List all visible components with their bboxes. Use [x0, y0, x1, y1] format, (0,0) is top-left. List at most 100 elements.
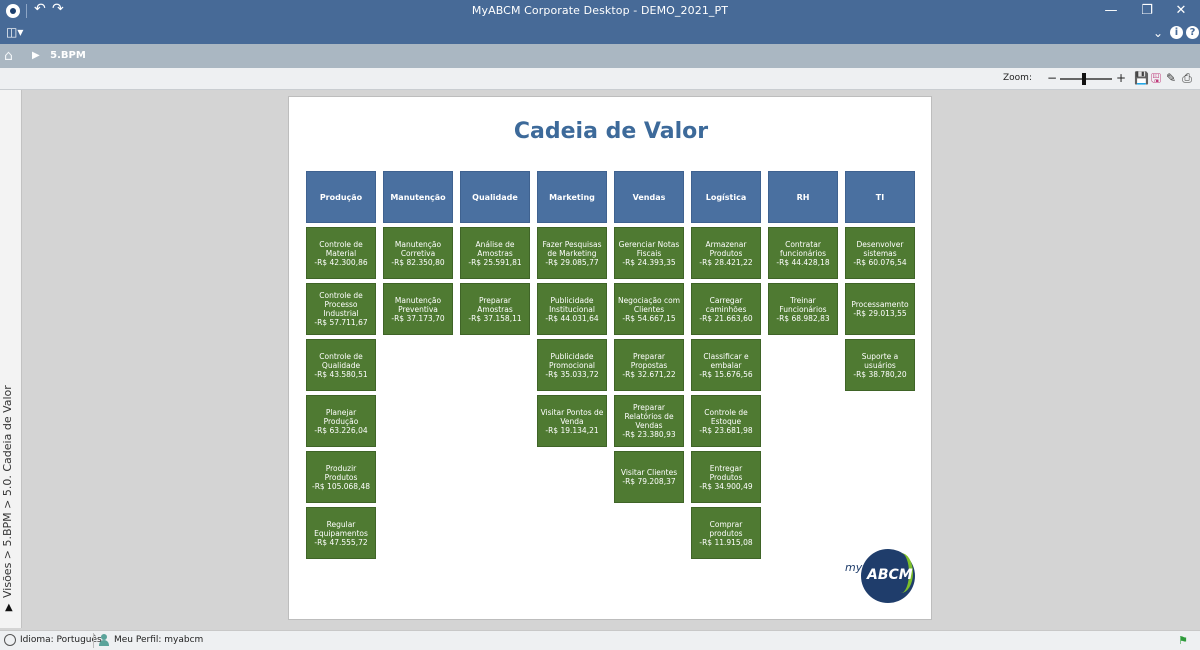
activity-box[interactable]: Gerenciar Notas Fiscais-R$ 24.393,35	[614, 227, 684, 279]
activity-box[interactable]: Regular Equipamentos-R$ 47.555,72	[306, 507, 376, 559]
activity-box[interactable]: Publicidade Institucional-R$ 44.031,64	[537, 283, 607, 335]
activity-box[interactable]: Comprar produtos-R$ 11.915,08	[691, 507, 761, 559]
activity-value: -R$ 37.173,70	[391, 313, 445, 323]
side-panel: Visões > 5.BPM > 5.0. Cadeia de Valor ▲	[0, 90, 22, 628]
activity-box[interactable]: Controle de Qualidade-R$ 43.580,51	[306, 339, 376, 391]
activity-box[interactable]: Visitar Pontos de Venda-R$ 19.134,21	[537, 395, 607, 447]
zoom-in-button[interactable]: +	[1116, 71, 1127, 85]
activity-value: -R$ 35.033,72	[545, 369, 599, 379]
column-header[interactable]: RH	[768, 171, 838, 223]
activity-name: Publicidade Institucional	[549, 295, 595, 314]
myabcm-logo: my ABCM	[845, 549, 917, 605]
activity-box[interactable]: Treinar Funcionários-R$ 68.982,83	[768, 283, 838, 335]
activity-box[interactable]: Análise de Amostras-R$ 25.591,81	[460, 227, 530, 279]
activity-box[interactable]: Manutenção Preventiva-R$ 37.173,70	[383, 283, 453, 335]
side-panel-path[interactable]: Visões > 5.BPM > 5.0. Cadeia de Valor	[1, 385, 14, 598]
activity-name: Contratar funcionários	[780, 239, 826, 258]
column-header[interactable]: TI	[845, 171, 915, 223]
save-as-icon[interactable]: 🖫	[1150, 71, 1162, 85]
activity-value: -R$ 23.380,93	[622, 430, 676, 439]
flag-icon[interactable]: ⚑	[1178, 634, 1188, 647]
activity-name: Publicidade Promocional	[548, 351, 596, 370]
activity-box[interactable]: Desenvolver sistemas-R$ 60.076,54	[845, 227, 915, 279]
activity-name: Visitar Pontos de Venda	[540, 407, 604, 426]
home-icon[interactable]: ⌂	[4, 48, 13, 64]
info-icon[interactable]: i	[1170, 26, 1183, 39]
activity-value: -R$ 60.076,54	[853, 257, 907, 267]
activity-value: -R$ 11.915,08	[699, 537, 753, 547]
help-icon[interactable]: ?	[1186, 26, 1199, 39]
activity-box[interactable]: Controle de Estoque-R$ 23.681,98	[691, 395, 761, 447]
activity-value: -R$ 63.226,04	[314, 425, 368, 435]
redo-icon[interactable]: ↷	[52, 1, 64, 17]
zoom-slider[interactable]	[1060, 73, 1112, 85]
zoom-out-button[interactable]: −	[1047, 71, 1058, 85]
layout-menu-icon[interactable]: ◫▾	[6, 25, 24, 39]
activity-box[interactable]: Planejar Produção-R$ 63.226,04	[306, 395, 376, 447]
undo-icon[interactable]: ↶	[34, 1, 46, 17]
activity-box[interactable]: Controle de Processo Industrial-R$ 57.71…	[306, 283, 376, 335]
activity-name: Regular Equipamentos	[314, 519, 368, 538]
minimize-button[interactable]: —	[1104, 3, 1118, 18]
activity-value: -R$ 24.393,35	[622, 257, 676, 267]
print-icon[interactable]: ⎙	[1182, 71, 1192, 85]
collapse-arrow-icon[interactable]: ▲	[5, 602, 13, 613]
activity-box[interactable]: Preparar Propostas-R$ 32.671,22	[614, 339, 684, 391]
activity-name: Controle de Processo Industrial	[319, 291, 363, 318]
activity-value: -R$ 29.013,55	[853, 309, 907, 318]
activity-box[interactable]: Armazenar Produtos-R$ 28.421,22	[691, 227, 761, 279]
column-header[interactable]: Marketing	[537, 171, 607, 223]
edit-icon[interactable]: ✎	[1165, 71, 1177, 85]
activity-box[interactable]: Visitar Clientes-R$ 79.208,37	[614, 451, 684, 503]
restore-button[interactable]: ❐	[1141, 3, 1153, 18]
column-header[interactable]: Manutenção	[383, 171, 453, 223]
divider	[26, 4, 27, 18]
activity-box[interactable]: Manutenção Corretiva-R$ 82.350,80	[383, 227, 453, 279]
chevron-down-icon[interactable]: ⌄	[1152, 26, 1164, 40]
column-header[interactable]: Vendas	[614, 171, 684, 223]
column-header[interactable]: Logística	[691, 171, 761, 223]
breadcrumb-item[interactable]: ▶ 5.BPM	[32, 50, 86, 61]
activity-name: Planejar Produção	[323, 407, 359, 426]
activity-name: Preparar Amostras	[477, 295, 513, 314]
column-header[interactable]: Qualidade	[460, 171, 530, 223]
activity-name: Gerenciar Notas Fiscais	[618, 239, 680, 258]
activity-value: -R$ 23.681,98	[699, 425, 753, 435]
zoom-slider-thumb[interactable]	[1081, 73, 1086, 85]
activity-box[interactable]: Produzir Produtos-R$ 105.068,48	[306, 451, 376, 503]
save-icon[interactable]: 💾	[1134, 71, 1149, 85]
activity-box[interactable]: Entregar Produtos-R$ 34.900,49	[691, 451, 761, 503]
toolbar: Zoom: − + 💾 🖫 ✎ ⎙	[0, 68, 1200, 90]
activity-box[interactable]: Carregar caminhões-R$ 21.663,60	[691, 283, 761, 335]
logo-prefix: my	[845, 561, 863, 574]
activity-box[interactable]: Processamento-R$ 29.013,55	[845, 283, 915, 335]
activity-box[interactable]: Preparar Relatórios de Vendas-R$ 23.380,…	[614, 395, 684, 447]
activity-box[interactable]: Fazer Pesquisas de Marketing-R$ 29.085,7…	[537, 227, 607, 279]
activity-name: Visitar Clientes	[620, 468, 678, 477]
logo-disc	[861, 549, 915, 603]
activity-value: -R$ 21.663,60	[699, 313, 753, 323]
activity-name: Controle de Qualidade	[319, 351, 363, 370]
activity-name: Entregar Produtos	[709, 463, 743, 482]
activity-box[interactable]: Negociação com Clientes-R$ 54.667,15	[614, 283, 684, 335]
activity-box[interactable]: Suporte a usuários-R$ 38.780,20	[845, 339, 915, 391]
activity-box[interactable]: Publicidade Promocional-R$ 35.033,72	[537, 339, 607, 391]
activity-value: -R$ 47.555,72	[314, 537, 368, 547]
activity-box[interactable]: Classificar e embalar-R$ 15.676,56	[691, 339, 761, 391]
breadcrumb-label: 5.BPM	[50, 50, 86, 61]
close-button[interactable]: ✕	[1175, 3, 1187, 18]
profile-status[interactable]: Meu Perfil: myabcm	[114, 635, 204, 645]
activity-box[interactable]: Controle de Material-R$ 42.300,86	[306, 227, 376, 279]
activity-box[interactable]: Contratar funcionários-R$ 44.428,18	[768, 227, 838, 279]
activity-name: Desenvolver sistemas	[856, 239, 904, 258]
activity-value: -R$ 42.300,86	[314, 257, 368, 267]
activity-box[interactable]: Preparar Amostras-R$ 37.158,11	[460, 283, 530, 335]
activity-name: Preparar Relatórios de Vendas	[624, 403, 674, 430]
language-status[interactable]: Idioma: Português	[20, 635, 102, 645]
column-header[interactable]: Produção	[306, 171, 376, 223]
activity-name: Suporte a usuários	[861, 351, 899, 370]
